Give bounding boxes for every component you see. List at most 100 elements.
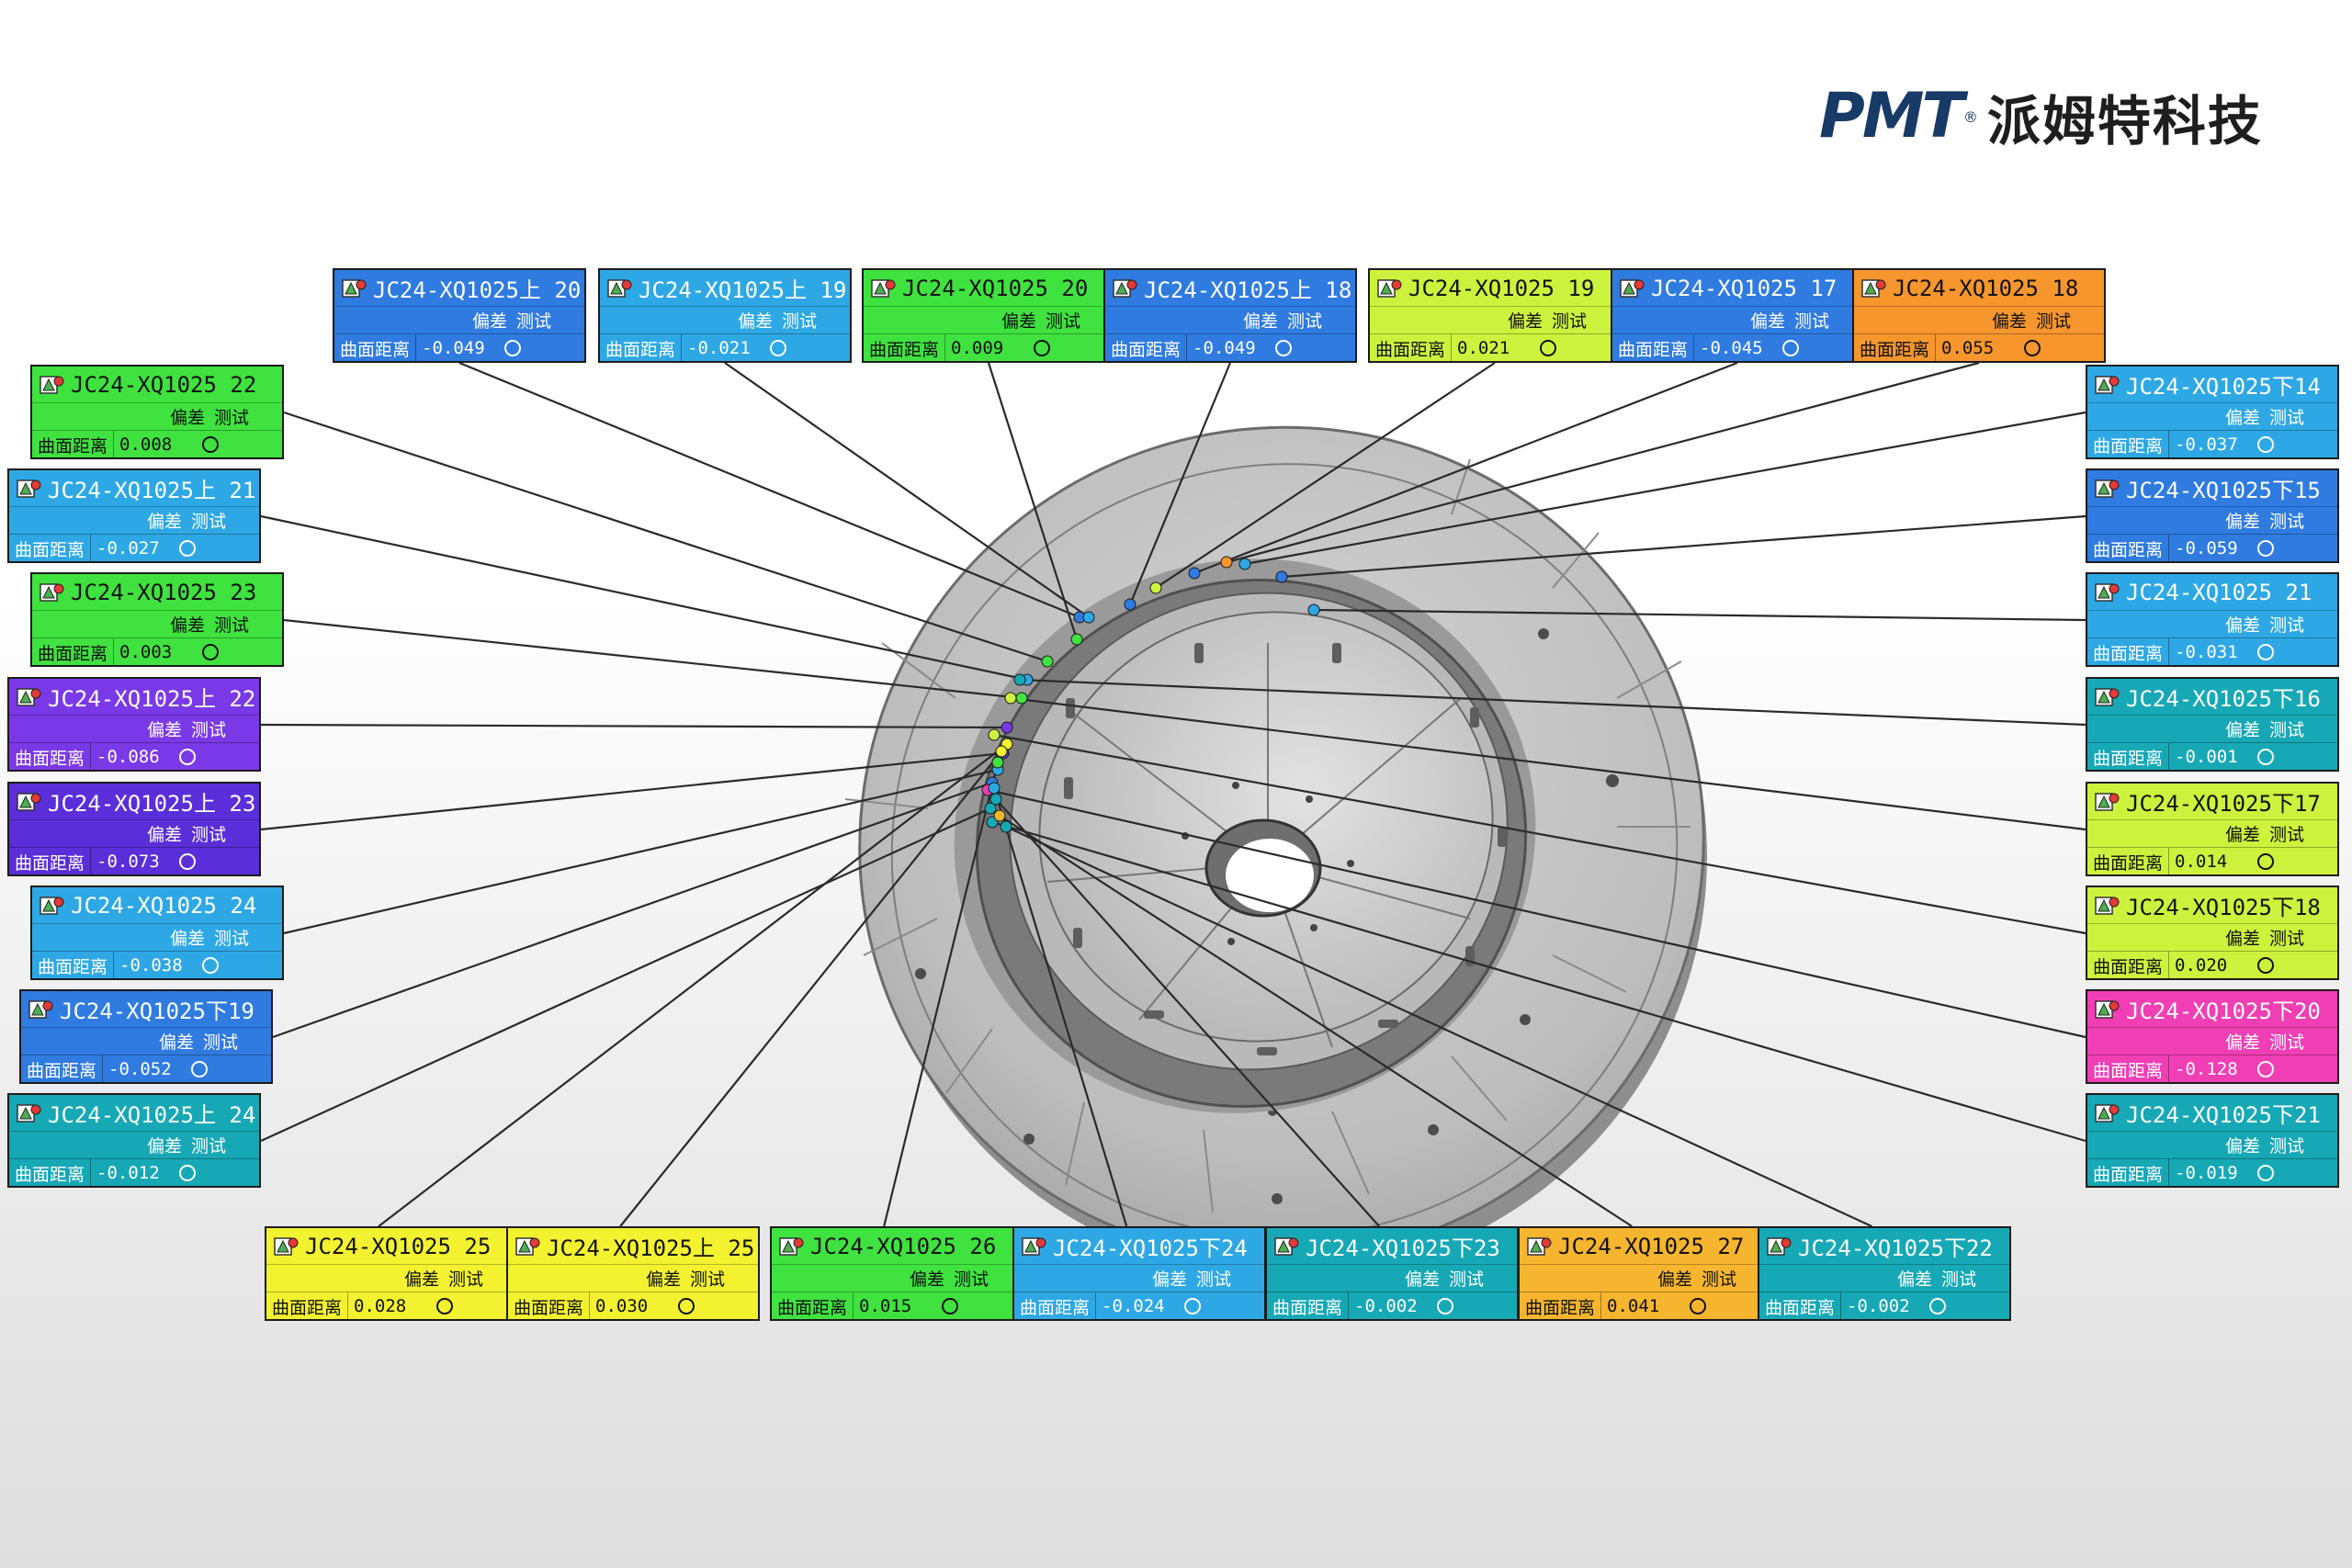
deviation-heading: 偏差 [737, 311, 773, 332]
measurement-point [1004, 692, 1017, 705]
distance-heading: 曲面距离 [1370, 334, 1453, 361]
brand-logo: PMT ® 派姆特科技 [1819, 85, 2263, 153]
distance-heading: 曲面距离 [772, 1292, 854, 1319]
deviation-heading: 偏差 [403, 1269, 439, 1290]
status-circle-icon [1540, 340, 1557, 356]
label-header: JC24-XQ1025上 24 [9, 1095, 259, 1132]
label-header: JC24-XQ1025上 20 [334, 270, 584, 307]
measurement-point [988, 782, 1001, 795]
distance-heading: 曲面距离 [32, 952, 115, 978]
label-values: 曲面距离-0.002 [1759, 1292, 2009, 1319]
status-circle-icon [202, 436, 220, 453]
label-header: JC24-XQ1025 17 [1612, 270, 1862, 307]
measure-point-icon [17, 1103, 41, 1122]
distance-heading: 曲面距离 [2087, 848, 2170, 874]
label-values: 曲面距离-0.031 [2087, 637, 2337, 665]
deviation-heading: 偏差 [2224, 1136, 2260, 1156]
label-header: JC24-XQ1025下22 [1759, 1228, 2009, 1265]
deviation-value: 0.020 [2175, 955, 2228, 976]
deviation-heading: 偏差 [169, 929, 205, 949]
measurement-point [1070, 633, 1083, 646]
measurement-point [1275, 570, 1288, 583]
measure-point-icon [40, 375, 64, 394]
measurement-points [981, 556, 1320, 833]
label-id: JC24-XQ1025下22 [1798, 1235, 1993, 1261]
deviation-heading: 偏差 [2224, 615, 2260, 636]
label-id: JC24-XQ1025上 22 [48, 686, 256, 712]
deviation-heading: 偏差 [146, 825, 182, 845]
leader-line [260, 514, 1028, 682]
measurement-point [995, 745, 1008, 758]
deviation-value: 0.021 [1457, 338, 1510, 358]
test-heading: 测试 [781, 311, 817, 332]
measure-point-icon [2095, 1103, 2120, 1122]
deviation-heading: 偏差 [158, 1032, 194, 1053]
label-id: JC24-XQ1025 27 [1558, 1233, 1745, 1259]
label-values: 曲面距离-0.001 [2087, 742, 2337, 770]
leader-line [260, 807, 991, 1143]
leader-line [1244, 411, 2086, 566]
measure-point-icon [342, 278, 367, 298]
deviation-heading: 偏差 [1404, 1269, 1440, 1290]
status-circle-icon [2257, 957, 2275, 974]
label-header: JC24-XQ1025 26 [772, 1228, 1022, 1265]
deviation-value: -0.019 [2175, 1163, 2238, 1183]
label-id: JC24-XQ1025上 18 [1144, 277, 1352, 303]
logo-registered: ® [1962, 107, 1978, 126]
deviation-value: 0.041 [1607, 1296, 1660, 1316]
label-columns: 偏差测试 [9, 1132, 259, 1158]
leader-line [999, 815, 1633, 1227]
measurement-point [1149, 581, 1162, 594]
test-heading: 测试 [953, 1269, 989, 1290]
label-id: JC24-XQ1025 19 [1408, 275, 1595, 301]
label-values: 曲面距离-0.012 [9, 1158, 259, 1186]
test-heading: 测试 [1286, 311, 1322, 332]
label-columns: 偏差测试 [1267, 1265, 1517, 1292]
label-header: JC24-XQ1025 20 [864, 270, 1114, 307]
status-circle-icon [1184, 1298, 1202, 1314]
test-heading: 测试 [1448, 1269, 1484, 1290]
deviation-value: -0.024 [1102, 1296, 1165, 1316]
label-id: JC24-XQ1025 18 [1893, 275, 2079, 301]
label-header: JC24-XQ1025 18 [1854, 270, 2104, 307]
label-values: 曲面距离-0.049 [1105, 333, 1355, 361]
test-heading: 测试 [515, 311, 551, 332]
test-heading: 测试 [213, 929, 249, 949]
label-values: 曲面距离-0.049 [334, 333, 584, 361]
label-header: JC24-XQ1025下19 [21, 991, 271, 1028]
measure-point-icon [1527, 1236, 1552, 1256]
status-circle-icon [179, 1165, 197, 1181]
label-id: JC24-XQ1025 22 [71, 371, 257, 398]
